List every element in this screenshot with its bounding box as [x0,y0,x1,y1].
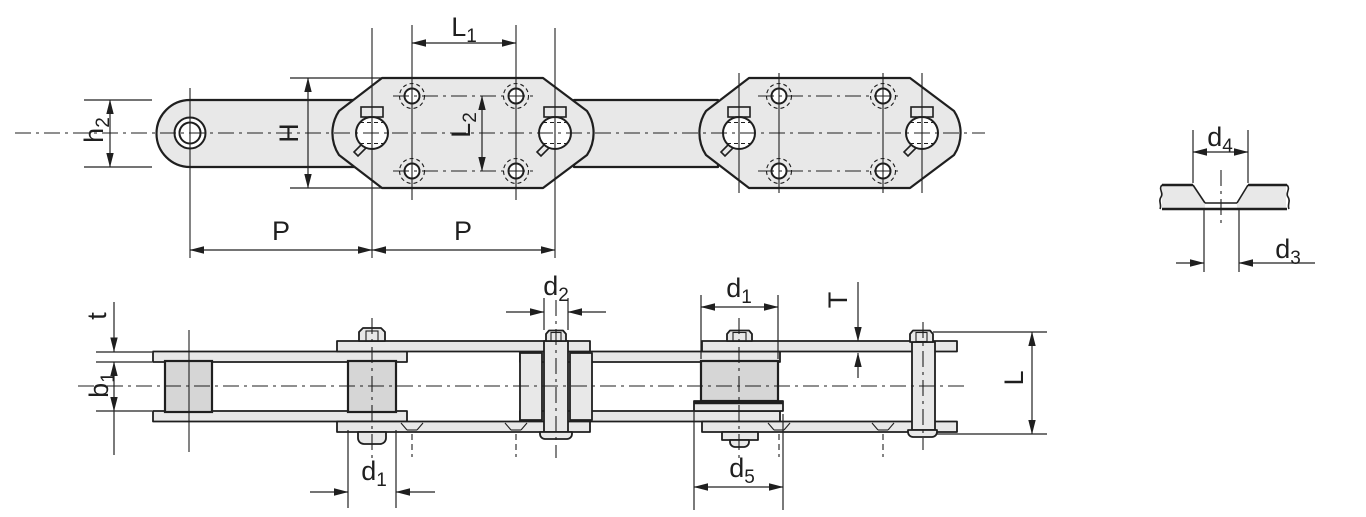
dim-label-d2: d2 [543,271,569,306]
dim-label-d4: d4 [1207,122,1233,157]
dim-h2: h2 [79,99,152,168]
side-view-centerlines [78,300,967,460]
dim-P-1: P [189,216,373,254]
dim-label-P1: P [272,216,290,246]
dim-label-h2: h2 [79,117,114,143]
dim-d2: d2 [506,271,606,330]
countersink-detail-view: d4 d3 [1159,122,1315,272]
dim-H: H [274,77,384,189]
dim-L: L [933,331,1047,435]
dim-d5: d5 [693,412,784,510]
dim-t: t [82,302,152,363]
dim-d4: d4 [1192,122,1249,183]
dim-label-d5: d5 [729,453,755,488]
dim-T: T [823,282,862,378]
dim-label-L2: L2 [446,112,481,138]
dim-label-d1-large: d1 [726,273,752,308]
outer-plates-edge [336,340,958,433]
dim-L2: L2 [446,95,486,172]
side-elevation-view: t b1 d2 d1 T L [78,271,1047,510]
dim-label-b1: b1 [84,372,119,398]
countersink-marks [400,422,895,457]
detail-plate-edges [1159,183,1290,211]
pin-slot-hidden-lines [360,121,934,145]
dim-label-L: L [999,370,1029,385]
dim-d3: d3 [1176,210,1315,272]
top-view-centerlines [15,25,985,258]
dim-label-L1: L1 [451,12,477,47]
dim-label-d3: d3 [1275,234,1301,269]
dim-d1-large-roller: d1 [700,273,779,359]
dim-b1: b1 [84,361,152,455]
dim-P-2: P [371,216,556,254]
top-plan-view: h2 H L1 L2 P P [15,12,985,258]
dim-label-t: t [82,312,112,320]
dim-label-H: H [274,123,304,143]
dim-label-T: T [823,292,853,309]
dim-label-d1-roller: d1 [361,456,387,491]
dim-L1: L1 [411,12,517,47]
dim-d1-roller: d1 [310,430,435,508]
dim-label-P2: P [454,216,472,246]
